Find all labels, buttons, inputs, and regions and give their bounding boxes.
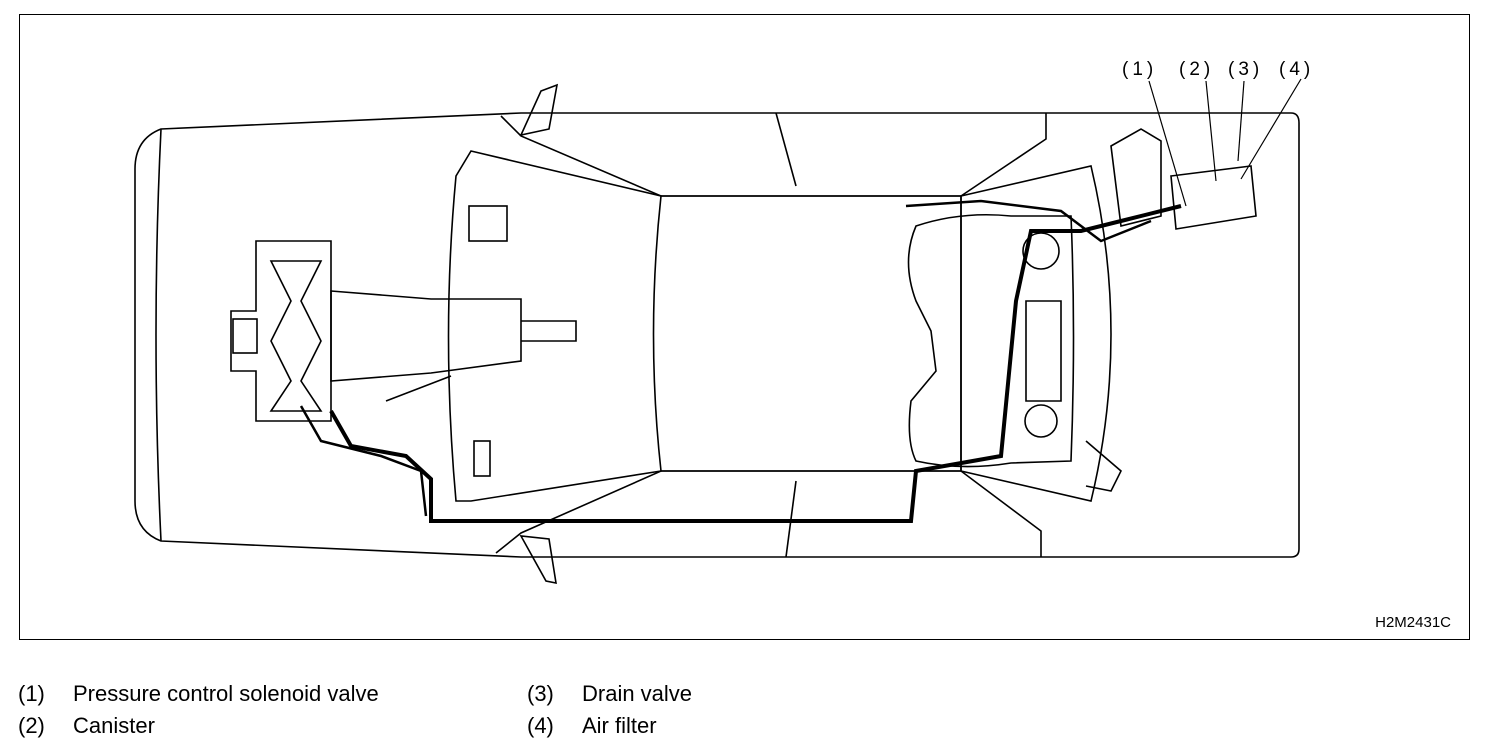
figure-code: H2M2431C	[1375, 614, 1451, 631]
legend-number: (2)	[18, 713, 45, 738]
fuel-tank	[907, 213, 1075, 468]
bracket-lower	[1085, 440, 1122, 492]
door-divider-top	[775, 112, 797, 187]
fuel-gauge-unit	[1024, 404, 1058, 438]
left-mirror	[519, 83, 559, 137]
legend-number: (3)	[527, 681, 554, 706]
right-mirror	[519, 535, 557, 585]
callout-leaders	[1148, 78, 1302, 207]
dash-vent-top	[468, 205, 508, 242]
rear-window	[960, 165, 1112, 502]
legend-label: Pressure control solenoid valve	[73, 681, 379, 706]
roof-panel	[661, 195, 962, 472]
transmission-line	[385, 375, 452, 402]
fuel-pump-module	[1025, 300, 1062, 402]
callout-1: (1)	[1122, 59, 1158, 80]
transmission	[330, 290, 522, 382]
callout-3: (3)	[1228, 59, 1264, 80]
fuel-line-tank	[905, 199, 1152, 243]
car-body-outline	[134, 112, 1300, 558]
legend-number: (4)	[527, 713, 554, 738]
fuel-line-secondary	[299, 405, 428, 517]
windshield	[447, 150, 662, 502]
fuel-line-main	[329, 204, 1182, 523]
legend-label: Air filter	[582, 713, 657, 738]
canister-housing	[1110, 128, 1162, 227]
legend-number: (1)	[18, 681, 45, 706]
canister-bracket	[1170, 165, 1257, 230]
dash-vent-bottom	[473, 440, 491, 477]
door-line-top	[500, 113, 1047, 197]
figure-frame: (1) (2) (3) (4) H2M2431C	[19, 14, 1470, 640]
vehicle-diagram	[134, 78, 1302, 585]
legend-label: Drain valve	[582, 681, 693, 706]
engine-detail	[269, 260, 323, 412]
callout-2: (2)	[1179, 59, 1215, 80]
legend-label: Canister	[73, 713, 155, 738]
engine-pulley	[232, 318, 258, 354]
driveshaft	[521, 320, 577, 342]
front-bumper-line	[155, 128, 162, 542]
callout-4: (4)	[1279, 59, 1315, 80]
